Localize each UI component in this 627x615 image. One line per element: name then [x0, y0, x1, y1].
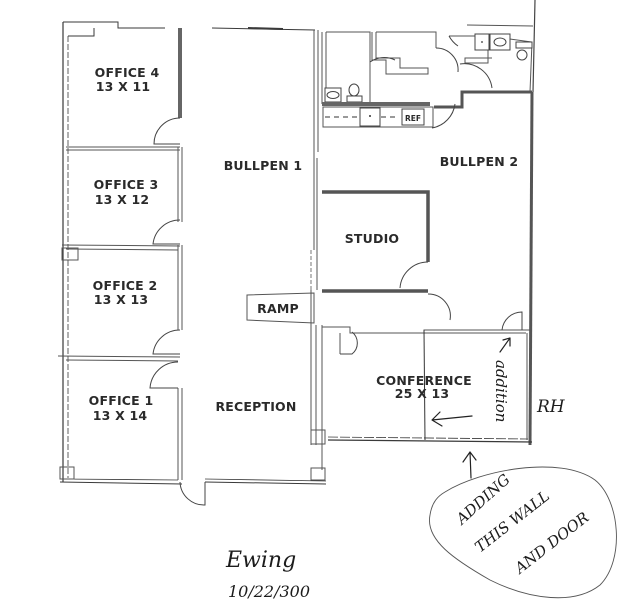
- studio-name: STUDIO: [345, 231, 400, 246]
- office-2-name: OFFICE 2: [93, 278, 158, 293]
- office-4-name: OFFICE 4: [95, 65, 160, 80]
- office-1-name: OFFICE 1: [89, 393, 154, 408]
- restrooms-and-kitchenette: [321, 24, 534, 128]
- office-1-size: 13 X 14: [93, 408, 148, 423]
- studio-walls: [322, 190, 430, 293]
- reception-name: RECEPTION: [215, 399, 296, 414]
- addition-note: addition: [492, 360, 510, 422]
- conference-size: 25 X 13: [395, 386, 450, 401]
- refrigerator-label: REF: [405, 114, 421, 123]
- left-arrow-icon: [431, 411, 473, 427]
- room-labels: OFFICE 4 13 X 11 OFFICE 3 13 X 12 OFFICE…: [89, 65, 519, 423]
- conference-name: CONFERENCE: [376, 373, 472, 388]
- signature: Ewing: [225, 548, 296, 573]
- bullpen-divider: [310, 30, 326, 481]
- office-walls: [57, 28, 183, 480]
- ramp-name: RAMP: [257, 301, 299, 316]
- bullpen-2-name: BULLPEN 2: [440, 154, 519, 169]
- initials: RH: [536, 397, 566, 417]
- office-3-name: OFFICE 3: [94, 177, 159, 192]
- arrow-up-icon: [462, 451, 477, 479]
- office-4-size: 13 X 11: [96, 79, 151, 94]
- office-3-size: 13 X 12: [95, 192, 150, 207]
- callout-bubble: [429, 466, 617, 599]
- bullpen-1-name: BULLPEN 1: [224, 158, 303, 173]
- doors: [149, 35, 523, 506]
- exterior-walls: [59, 0, 536, 485]
- arrow-up-right-icon: [499, 337, 511, 353]
- office-2-size: 13 X 13: [94, 292, 149, 307]
- conference-walls: [322, 326, 530, 441]
- ramp: [246, 292, 315, 324]
- date-note: 10/22/300: [228, 582, 310, 601]
